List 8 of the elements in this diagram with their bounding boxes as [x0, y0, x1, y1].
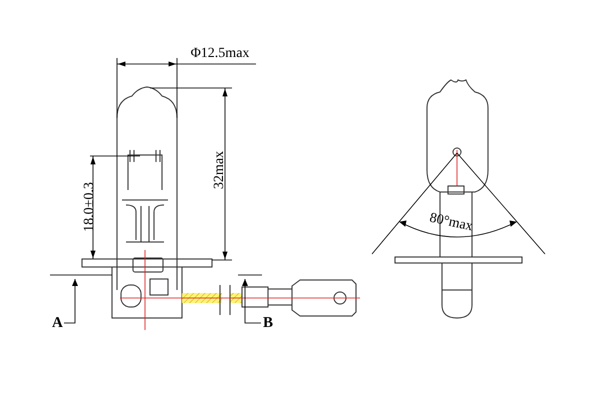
dimension-label: 32max: [213, 150, 227, 192]
dimension-label: 18.0±0.3: [83, 181, 97, 234]
dimension-label: Φ12.5max: [190, 47, 250, 61]
leader-line: [242, 278, 262, 324]
leader-line: [64, 278, 78, 324]
reference-letter: B: [262, 314, 274, 333]
reference-letter: A: [51, 314, 64, 333]
dimension-label: 80°max: [427, 210, 476, 236]
